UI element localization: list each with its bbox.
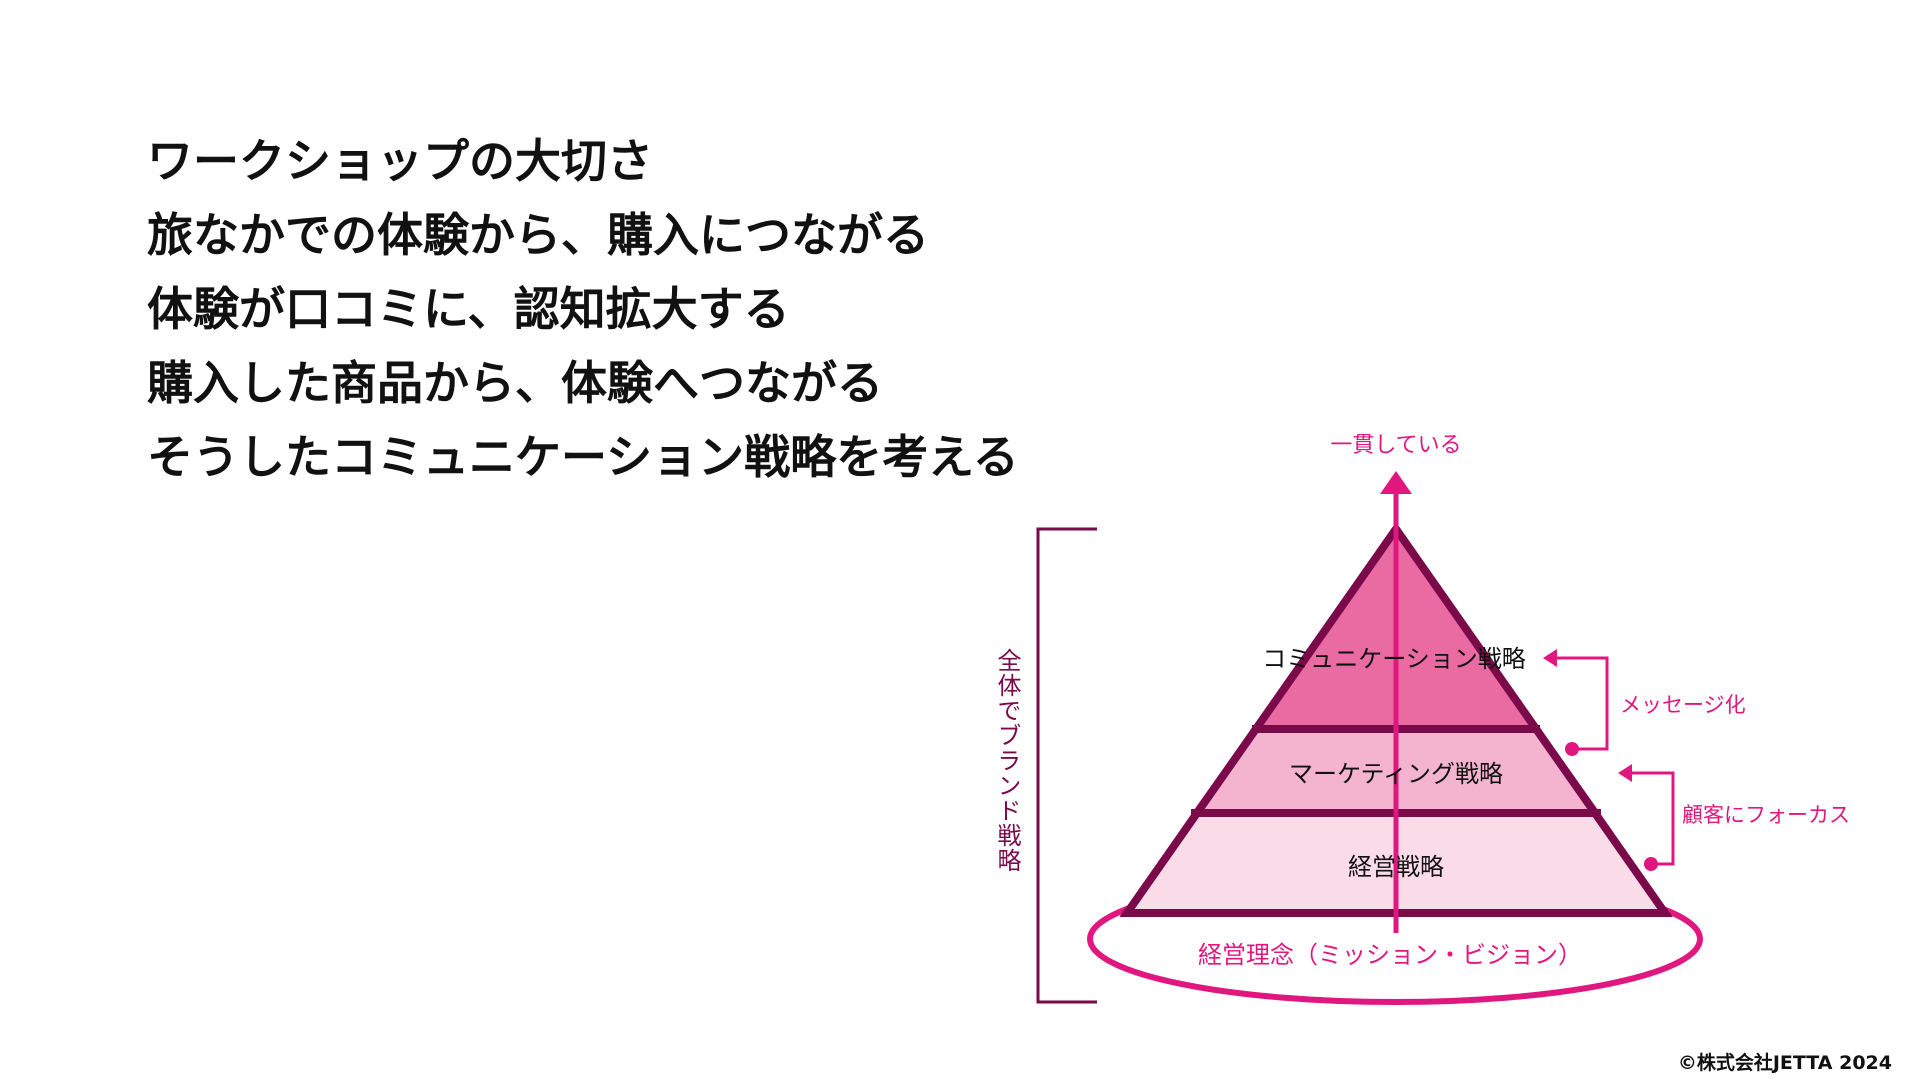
layer-label-management: 経営戦略 [1348,853,1444,881]
headline-3: 体験が口コミに、認知拡大する [147,282,790,336]
customer-arrow-line [1630,771,1675,866]
headline-5: そうしたコミュニケーション戦略を考える [147,430,1019,484]
layer-label-marketing: マーケティング戦略 [1289,760,1503,788]
headline-1: ワークショップの大切さ [147,134,653,188]
top-label: 一貫している [1330,433,1461,458]
headline-2: 旅なかでの体験から、購入につながる [147,208,929,262]
message-label: メッセージ化 [1620,693,1746,717]
customer-focus-label: 顧客にフォーカス [1682,803,1850,827]
base-label: 経営理念（ミッション・ビジョン） [1198,941,1582,969]
headline-list: ワークショップの大切さ 旅なかでの体験から、購入につながる 体験が口コミに、認知… [147,124,1019,494]
headline-4: 購入した商品から、体験へつながる [147,356,883,410]
customer-arrow-head [1618,764,1632,782]
message-arrow-line [1555,656,1609,751]
scope-bracket [1036,527,1097,1004]
copyright: ©株式会社JETTA 2024 [1677,1052,1892,1074]
consistency-arrow-head [1380,471,1412,494]
customer-arrow-dot [1644,857,1658,871]
side-label: 全体でブランド戦略 [993,648,1021,873]
message-arrow-dot [1565,742,1579,756]
message-arrow-head [1543,649,1557,667]
layer-label-communication: コミュニケーション戦略 [1262,645,1526,673]
